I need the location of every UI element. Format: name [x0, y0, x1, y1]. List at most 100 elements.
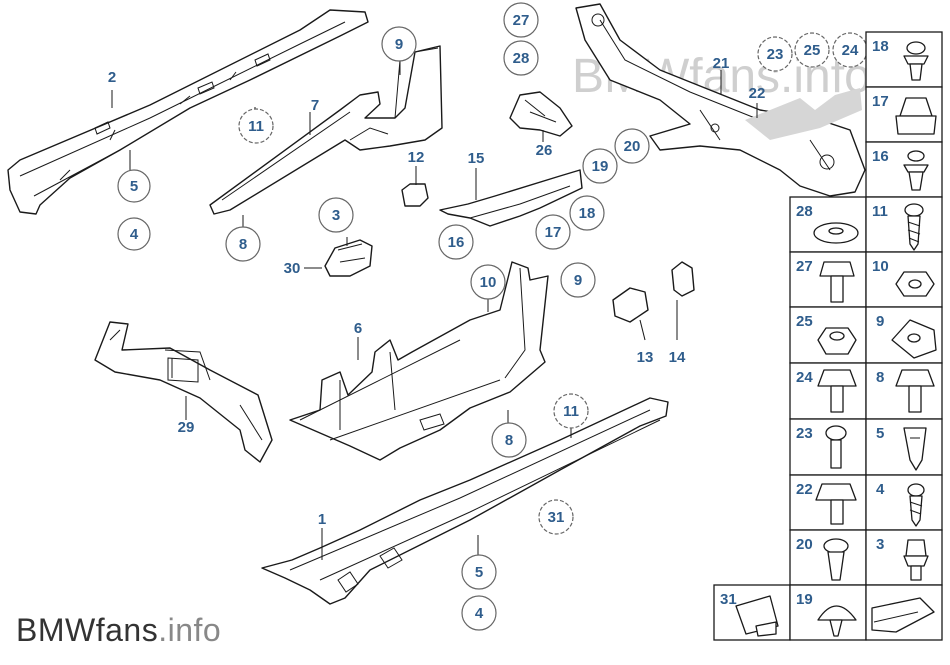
callout-1: 1: [318, 511, 326, 528]
callout-11a: 11: [238, 108, 274, 144]
part-2-rail[interactable]: [7, 9, 369, 215]
callout-7: 7: [311, 97, 319, 114]
grid-label-20: 20: [796, 536, 813, 553]
expansion-nut-5-icon: [903, 427, 927, 471]
callout-19a: 19: [582, 148, 618, 184]
svg-text:16: 16: [448, 234, 465, 251]
svg-text:4: 4: [130, 226, 139, 243]
grid-label-18: 18: [872, 38, 889, 55]
part-12-clip[interactable]: [401, 183, 429, 207]
grid-label-16: 16: [872, 148, 889, 165]
part-21-crossmember[interactable]: [575, 3, 866, 197]
svg-text:17: 17: [545, 224, 562, 241]
svg-text:20: 20: [624, 138, 641, 155]
part-1-sill[interactable]: [261, 397, 669, 605]
part-14-clip[interactable]: [671, 261, 695, 297]
grid-label-17: 17: [872, 93, 889, 110]
flange-bolt-24-icon: [817, 369, 857, 413]
callout-13: 13: [637, 349, 654, 366]
callouts: 2 7 12 15 30 26 6 13 14 29 1 21 22 5 4 1…: [108, 2, 868, 631]
grid-label-10: 10: [872, 258, 889, 275]
grid-label-22: 22: [796, 481, 813, 498]
svg-text:3: 3: [332, 207, 340, 224]
grid-label-9: 9: [876, 313, 884, 330]
callout-3: 3: [318, 197, 354, 233]
callout-2: 2: [108, 69, 116, 86]
nut-cap-17-icon: [895, 97, 937, 135]
callout-20a: 20: [614, 128, 650, 164]
svg-text:8: 8: [505, 432, 513, 449]
svg-text:25: 25: [804, 42, 821, 59]
brand-logo: BMWfans.info: [16, 612, 222, 648]
callout-15: 15: [468, 150, 485, 167]
svg-text:24: 24: [842, 42, 859, 59]
callout-23a: 23: [757, 36, 793, 72]
svg-text:10: 10: [480, 274, 497, 291]
grid-label-25: 25: [796, 313, 813, 330]
pad-arrow-icon: [871, 597, 935, 633]
svg-text:31: 31: [548, 509, 565, 526]
part-7-channel[interactable]: [209, 45, 443, 215]
callout-12: 12: [408, 149, 425, 166]
part-15-strip[interactable]: [439, 169, 583, 227]
svg-text:9: 9: [574, 272, 582, 289]
grid-label-23: 23: [796, 425, 813, 442]
callout-4a: 4: [117, 217, 151, 251]
callout-6: 6: [354, 320, 362, 337]
callout-31a: 31: [538, 499, 574, 535]
hex-nut-25-icon: [817, 327, 857, 355]
grid-label-11: 11: [872, 203, 888, 220]
push-clip-18-icon: [903, 41, 929, 81]
grid-label-4: 4: [876, 481, 885, 498]
part-6-tray[interactable]: [289, 261, 549, 461]
svg-text:5: 5: [130, 178, 138, 195]
grid-label-5: 5: [876, 425, 884, 442]
svg-text:28: 28: [513, 50, 530, 67]
clip-nut-9-icon: [891, 319, 937, 359]
svg-text:11: 11: [563, 403, 579, 420]
hex-bolt-27-icon: [819, 261, 855, 303]
grid-label-8: 8: [876, 369, 884, 386]
hex-bolt-22-icon: [815, 483, 857, 525]
callout-25a: 25: [794, 32, 830, 68]
screw-4-icon: [907, 483, 925, 527]
grid-label-27: 27: [796, 258, 813, 275]
grid-label-3: 3: [876, 536, 884, 553]
callout-27a: 27: [503, 2, 539, 38]
screw-23-icon: [825, 425, 847, 469]
part-26-bracket[interactable]: [509, 91, 573, 137]
grid-label-24: 24: [796, 369, 813, 386]
svg-text:4: 4: [475, 605, 484, 622]
mushroom-clip-19-icon: [817, 605, 857, 637]
callout-14: 14: [669, 349, 686, 366]
grid-label-19: 19: [796, 591, 813, 608]
callout-10a: 10: [470, 264, 506, 300]
callout-18a: 18: [569, 195, 605, 231]
svg-text:18: 18: [579, 205, 596, 222]
part-3-bracket[interactable]: [324, 239, 373, 277]
callout-24a: 24: [832, 32, 868, 68]
flange-bolt-8-icon: [895, 369, 935, 413]
expanding-clip-16-icon: [903, 150, 929, 191]
svg-text:23: 23: [767, 46, 784, 63]
callout-30: 30: [284, 260, 301, 277]
callout-22: 22: [749, 85, 766, 102]
callout-17a: 17: [535, 214, 571, 250]
svg-text:27: 27: [513, 12, 530, 29]
svg-text:5: 5: [475, 564, 483, 581]
callout-5a: 5: [117, 169, 151, 203]
part-13-clip[interactable]: [612, 287, 649, 323]
callout-21: 21: [713, 55, 730, 72]
callout-8b: 8: [491, 422, 527, 458]
grid-label-31: 31: [720, 591, 737, 608]
svg-text:9: 9: [395, 36, 403, 53]
callout-29: 29: [178, 419, 195, 436]
callout-26: 26: [536, 142, 553, 159]
part-29-frame[interactable]: [94, 321, 273, 463]
callout-9a: 9: [381, 26, 417, 62]
hex-nut-10-icon: [895, 271, 935, 297]
hardware-grid: 18 17 16 28 11 27 10 25 9 24 8 23 5 22 4…: [713, 31, 943, 641]
screw-11-icon: [904, 203, 924, 251]
callout-11b: 11: [553, 393, 589, 429]
